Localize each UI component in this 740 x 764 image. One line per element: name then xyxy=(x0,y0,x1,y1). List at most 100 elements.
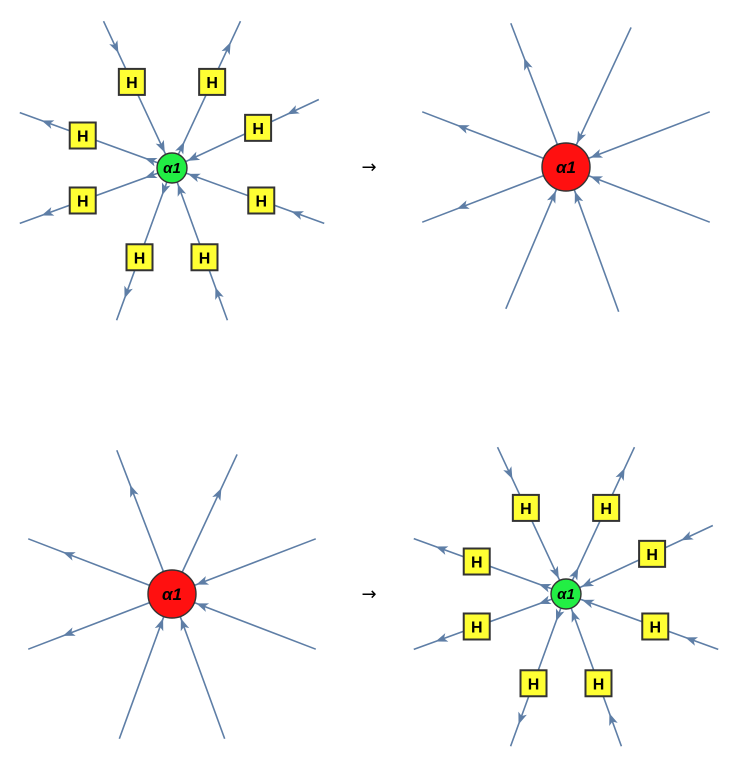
edge-arrowhead xyxy=(62,627,76,636)
h-node-box xyxy=(247,186,276,215)
edge-arrowhead xyxy=(524,57,533,71)
edge-arrowhead xyxy=(680,531,694,541)
edge-line xyxy=(118,616,165,739)
h-node-label: H xyxy=(252,121,264,138)
h-node-label: H xyxy=(206,75,218,92)
edge-line xyxy=(575,27,632,146)
edge-arrowhead xyxy=(180,618,190,632)
edge-arrowhead xyxy=(124,285,133,299)
h-node-label: H xyxy=(528,676,540,693)
edge-arrowhead xyxy=(221,42,231,55)
edge-line xyxy=(510,22,559,145)
edge-line xyxy=(421,174,544,223)
edge-line xyxy=(573,189,620,312)
h-node-box xyxy=(125,243,154,272)
rule-arrow: → xyxy=(361,157,376,178)
edge-arrowhead xyxy=(62,552,76,561)
edge-arrowhead xyxy=(555,608,565,622)
edge-arrowhead xyxy=(196,603,210,612)
h-node-label: H xyxy=(649,619,661,636)
h-node-box xyxy=(68,121,97,150)
h-node-label: H xyxy=(77,129,89,146)
edge-arrowhead xyxy=(547,190,556,204)
edge-arrowhead xyxy=(155,139,165,153)
center-node xyxy=(550,578,582,610)
edge-arrowhead xyxy=(615,468,625,481)
center-node-label: α1 xyxy=(556,158,576,177)
edge-arrowhead xyxy=(590,149,604,158)
h-node-label: H xyxy=(255,193,267,210)
edge-line xyxy=(194,601,317,650)
h-node-box xyxy=(68,186,97,215)
edge-arrowhead xyxy=(144,169,158,179)
h-node-box xyxy=(462,612,491,641)
center-node xyxy=(541,142,591,192)
center-node-label: α1 xyxy=(163,160,181,177)
edge-arrowhead xyxy=(187,151,201,161)
edge-line xyxy=(588,111,711,160)
edge-arrowhead xyxy=(609,713,618,727)
edge-arrowhead xyxy=(569,567,579,581)
edge-line xyxy=(505,188,558,310)
edge-arrowhead xyxy=(576,130,587,144)
h-node-box xyxy=(198,67,227,96)
rule-1-rhs-graph: α1 xyxy=(421,22,711,312)
center-node-label: α1 xyxy=(557,586,575,603)
edge-arrowhead xyxy=(130,484,139,498)
edge-arrowhead xyxy=(175,141,185,155)
edge-arrowhead xyxy=(196,576,210,585)
edge-line xyxy=(116,449,165,572)
center-node xyxy=(147,569,197,619)
h-node-label: H xyxy=(600,501,612,518)
edge-line xyxy=(27,601,150,650)
edge-arrowhead xyxy=(538,583,552,593)
h-node-label: H xyxy=(77,193,89,210)
h-node-label: H xyxy=(199,250,211,267)
edge-line xyxy=(27,538,150,587)
edge-line xyxy=(194,538,317,587)
edge-arrowhead xyxy=(574,191,584,205)
edge-arrowhead xyxy=(215,287,224,301)
edge-arrowhead xyxy=(456,200,470,209)
rule-arrow: → xyxy=(361,584,376,605)
h-node-label: H xyxy=(126,75,138,92)
edge-arrowhead xyxy=(187,173,201,183)
edge-arrowhead xyxy=(435,633,449,642)
center-node-label: α1 xyxy=(162,585,182,604)
h-node-box xyxy=(117,67,146,96)
edge-arrowhead xyxy=(518,711,527,725)
edge-arrowhead xyxy=(286,105,300,115)
edge-line xyxy=(179,616,226,739)
rule-1-lhs-graph: H H H H H H H Hα1 xyxy=(19,20,325,321)
h-node-label: H xyxy=(593,676,605,693)
edge-arrowhead xyxy=(41,207,55,216)
edge-arrowhead xyxy=(161,182,171,196)
h-node-box xyxy=(641,612,670,641)
h-node-box xyxy=(190,243,219,272)
edge-arrowhead xyxy=(144,157,158,167)
edge-arrowhead xyxy=(41,120,55,129)
edge-arrowhead xyxy=(538,595,552,605)
edge-arrowhead xyxy=(503,466,513,480)
edge-arrowhead xyxy=(590,176,604,185)
edge-arrowhead xyxy=(435,546,449,555)
edge-line xyxy=(588,174,711,223)
h-node-box xyxy=(511,493,540,522)
edge-arrowhead xyxy=(154,618,164,632)
edge-arrowhead xyxy=(571,609,581,623)
h-node-box xyxy=(244,113,273,142)
h-node-box xyxy=(592,493,621,522)
h-node-label: H xyxy=(471,555,483,572)
edge-arrowhead xyxy=(109,40,119,54)
edge-line xyxy=(181,454,238,573)
edge-arrowhead xyxy=(549,565,559,579)
h-node-label: H xyxy=(134,250,146,267)
edge-line xyxy=(421,111,544,160)
h-node-label: H xyxy=(471,619,483,636)
edge-arrowhead xyxy=(685,637,699,646)
h-node-label: H xyxy=(520,501,532,518)
h-node-box xyxy=(462,547,491,576)
edge-arrowhead xyxy=(177,183,187,197)
